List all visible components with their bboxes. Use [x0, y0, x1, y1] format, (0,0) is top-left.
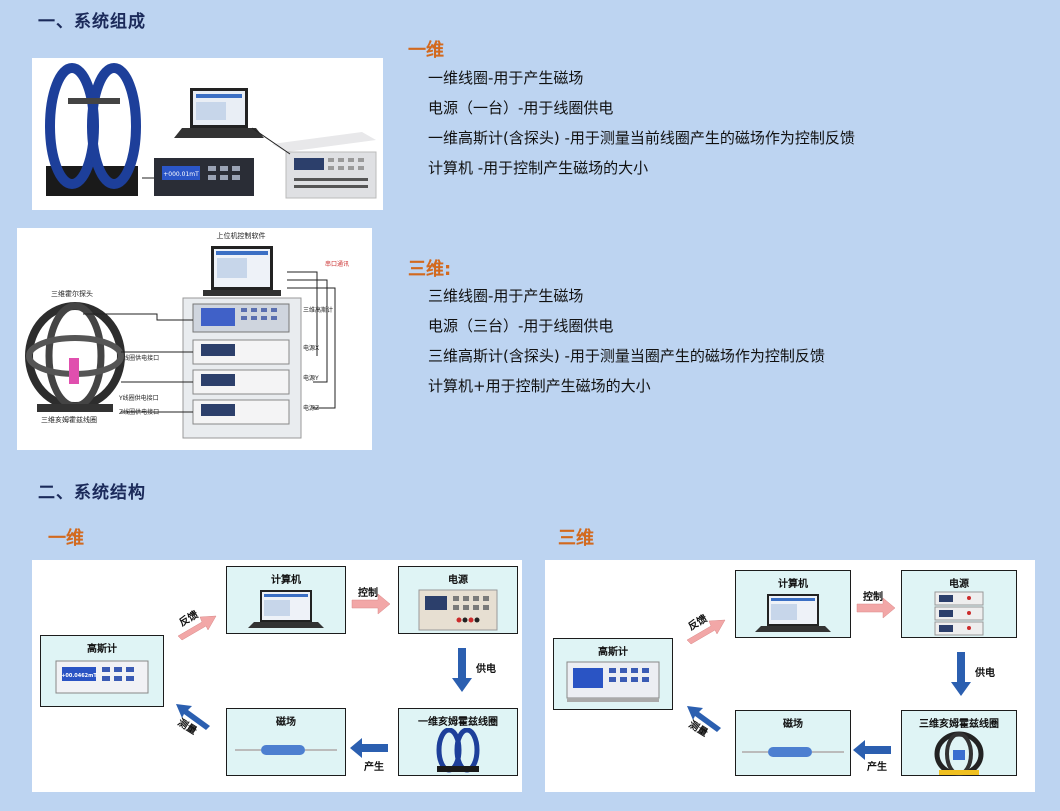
three-d-computer-label: 计算机 — [778, 579, 808, 590]
three-d-line-4: 计算机+用于控制产生磁场的大小 — [428, 377, 651, 395]
three-d-coil-node: 三维亥姆霍兹线圈 — [901, 710, 1017, 777]
three-d-gauss-node: 高斯计 — [553, 638, 673, 710]
diagram-probe-label: 三维霍尔探头 — [51, 289, 93, 298]
one-d-field-node: 磁场 — [226, 708, 346, 776]
diagram-top-label: 上位机控制软件 — [217, 231, 266, 240]
three-d-structure-panel: 高斯计 计算机 电源 磁场 — [545, 560, 1035, 792]
one-d-power-label: 电源 — [448, 575, 468, 586]
three-d-coil-icon — [934, 731, 984, 777]
three-d-line-2: 电源（三台）-用于线圈供电 — [428, 317, 614, 335]
hall-probe-icon — [235, 745, 337, 755]
three-d-line-1: 三维线圈-用于产生磁场 — [428, 287, 584, 305]
diagram-psx: 电源X — [303, 344, 319, 352]
three-d-control-label: 控制 — [863, 592, 883, 603]
diagram-gauss-label: 三维高斯计 — [303, 306, 333, 314]
three-d-field-node: 磁场 — [735, 710, 851, 776]
three-d-laptop-icon — [755, 594, 831, 632]
three-d-gauss-meter-icon — [566, 661, 660, 702]
three-d-power-node: 电源 — [901, 570, 1017, 638]
three-d-heading: 三维: — [408, 259, 452, 280]
struct-one-d-heading: 一维 — [48, 528, 84, 549]
diagram-psz: 电源Z — [303, 404, 319, 412]
one-d-coil-icon — [436, 727, 480, 773]
power-supply-icon — [418, 589, 498, 631]
one-d-power-node: 电源 — [398, 566, 518, 634]
one-d-structure-panel: 高斯计 +00.0462mT 计算机 电源 — [32, 560, 522, 792]
three-d-system-diagram: 上位机控制软件 串口通讯 三维霍尔探头 三维高斯计 电源X 电源Y 电源Z X — [17, 228, 372, 450]
one-d-produce-label: 产生 — [364, 762, 384, 773]
one-d-control-label: 控制 — [358, 588, 378, 599]
gauss-meter-icon: +00.0462mT — [55, 660, 149, 694]
three-d-produce-label: 产生 — [867, 762, 887, 773]
diagram-coil-label: 三维亥姆霍兹线圈 — [41, 415, 97, 424]
one-d-field-label: 磁场 — [276, 717, 296, 728]
diagram-xconn: X线圈供电接口 — [119, 354, 159, 362]
diagram-serial-label: 串口通讯 — [325, 260, 349, 268]
three-d-line-3: 三维高斯计(含探头) -用于测量当圈产生的磁场作为控制反馈 — [428, 347, 825, 365]
control-arrow-icon — [351, 593, 391, 615]
section1-title: 一、系统组成 — [38, 12, 146, 32]
three-power-supplies-icon — [934, 591, 984, 636]
three-d-measure-arrow-icon — [687, 706, 721, 732]
three-d-coil-label: 三维亥姆霍兹线圈 — [919, 719, 999, 730]
one-d-line-1: 一维线圈-用于产生磁场 — [428, 69, 584, 87]
one-d-heading: 一维 — [408, 40, 444, 61]
laptop-icon — [248, 590, 324, 628]
one-d-line-3: 一维高斯计(含探头) -用于测量当前线圈产生的磁场作为控制反馈 — [428, 129, 855, 147]
one-d-gauss-node: 高斯计 +00.0462mT — [40, 635, 164, 707]
produce-arrow-icon — [350, 738, 388, 758]
photo1-screen-text: +000.01mT — [163, 171, 199, 178]
one-d-gauss-label: 高斯计 — [87, 644, 117, 655]
one-d-line-4: 计算机 -用于控制产生磁场的大小 — [428, 159, 649, 177]
diagram-yconn: Y线圈供电接口 — [118, 394, 159, 402]
three-d-field-label: 磁场 — [783, 719, 803, 730]
three-d-feedback-arrow-icon — [686, 619, 726, 645]
one-d-line-2: 电源（一台）-用于线圈供电 — [428, 99, 614, 117]
supply-arrow-icon — [452, 648, 472, 692]
one-d-arrows — [176, 593, 472, 758]
three-d-produce-arrow-icon — [853, 740, 891, 760]
three-d-power-label: 电源 — [949, 579, 969, 590]
three-d-arrows — [686, 597, 971, 760]
one-d-gauss-screen: +00.0462mT — [61, 673, 97, 679]
one-d-coil-label: 一维亥姆霍兹线圈 — [418, 717, 498, 728]
one-d-computer-node: 计算机 — [226, 566, 346, 634]
three-d-supply-arrow-icon — [951, 652, 971, 696]
one-d-coil-node: 一维亥姆霍兹线圈 — [398, 708, 518, 776]
diagram-psy: 电源Y — [303, 374, 319, 382]
three-d-computer-node: 计算机 — [735, 570, 851, 638]
measure-arrow-icon — [176, 704, 210, 730]
three-d-supply-label: 供电 — [975, 668, 995, 679]
feedback-arrow-icon — [177, 615, 217, 641]
three-d-hall-probe-icon — [742, 747, 844, 757]
three-d-gauss-label: 高斯计 — [598, 647, 628, 658]
section2-title: 二、系统结构 — [38, 483, 146, 503]
one-d-computer-label: 计算机 — [271, 575, 301, 586]
one-d-supply-label: 供电 — [476, 664, 496, 675]
one-d-system-photo: +000.01mT — [32, 58, 383, 210]
struct-three-d-heading: 三维 — [558, 528, 594, 549]
three-d-control-arrow-icon — [856, 597, 896, 619]
